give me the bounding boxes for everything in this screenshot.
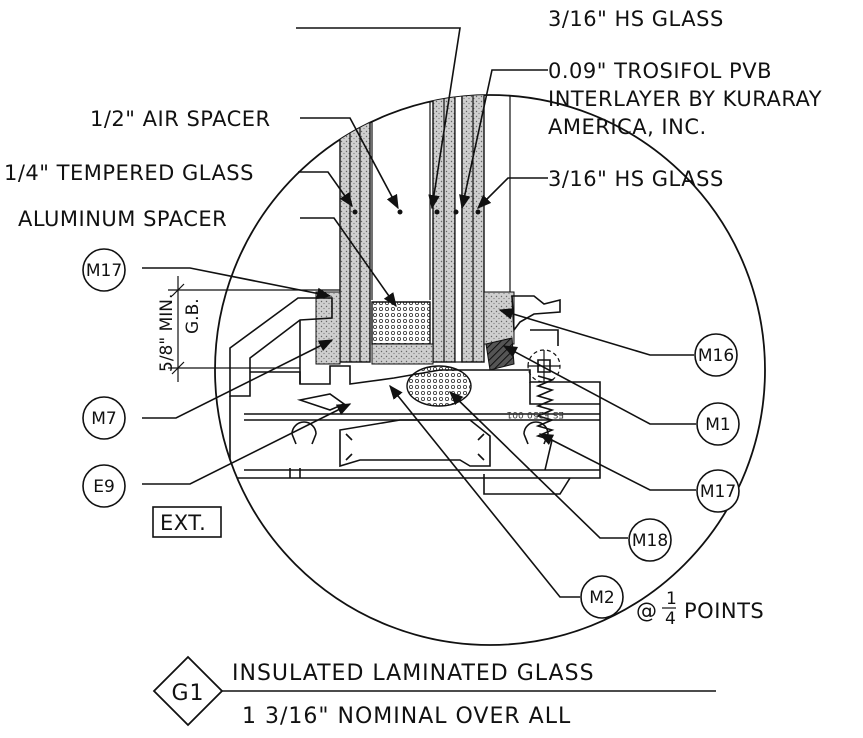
- section-view: ES-F250-001: [229, 95, 601, 495]
- title-symbol: G1: [171, 681, 204, 706]
- tag-m1: M1: [696, 402, 740, 446]
- label-tempered-glass: 1/4" TEMPERED GLASS: [4, 161, 254, 185]
- title-block: G1 INSULATED LAMINATED GLASS 1 3/16" NOM…: [152, 655, 716, 729]
- tag-m17-right: M17: [696, 469, 740, 513]
- tag-m17-left: M17: [82, 248, 126, 292]
- tag-m7: M7: [82, 396, 126, 440]
- secondary-seal: [371, 343, 434, 365]
- label-air-spacer: 1/2" AIR SPACER: [90, 107, 271, 131]
- dimension-min-label: 5/8" MIN.: [157, 294, 177, 372]
- label-aluminum-spacer: ALUMINUM SPACER: [18, 207, 227, 231]
- label-pvb-line3: AMERICA, INC.: [548, 115, 707, 139]
- label-hs-glass-inner: 3/16" HS GLASS: [548, 167, 724, 191]
- glazing-tape-right: [483, 291, 515, 345]
- tempered-glass-lite: [339, 95, 371, 363]
- svg-text:E9: E9: [93, 477, 115, 497]
- tag-e9: E9: [82, 464, 126, 508]
- tag-m16: M16: [694, 333, 738, 377]
- svg-text:M17: M17: [700, 482, 736, 502]
- dimension-gb: 5/8" MIN. G.B.: [157, 276, 340, 382]
- pvb-interlayer: [454, 95, 463, 363]
- ext-box: [152, 506, 222, 538]
- svg-text:M17: M17: [86, 261, 122, 281]
- svg-text:POINTS: POINTS: [684, 599, 764, 623]
- label-hs-glass-top: 3/16" HS GLASS: [548, 7, 724, 31]
- glazing-tape-left: [315, 291, 341, 365]
- leader-lines: [142, 27, 696, 598]
- dimension-gb-label: G.B.: [183, 298, 203, 334]
- svg-text:M7: M7: [91, 409, 116, 429]
- wedge-gasket: [485, 337, 515, 371]
- svg-text:@: @: [636, 599, 658, 623]
- svg-text:4: 4: [665, 609, 676, 629]
- title-symbol-diamond: [152, 655, 224, 727]
- frame-extrusion: [229, 365, 601, 479]
- tag-m18: M18: [628, 518, 672, 562]
- title-line1: INSULATED LAMINATED GLASS: [232, 661, 595, 686]
- svg-text:1: 1: [666, 589, 677, 609]
- svg-text:M16: M16: [698, 346, 734, 366]
- label-pvb-line1: 0.09" TROSIFOL PVB: [548, 59, 772, 83]
- svg-text:M18: M18: [632, 531, 668, 551]
- tag-m2: M2: [580, 575, 624, 619]
- quarter-points-note: @ 1 4 POINTS: [636, 589, 764, 629]
- svg-text:M1: M1: [705, 415, 730, 435]
- title-line2: 1 3/16" NOMINAL OVER ALL: [242, 704, 571, 729]
- ext-label: EXT.: [160, 511, 206, 535]
- label-pvb-line2: INTERLAYER BY KURARAY: [548, 87, 822, 111]
- interior-glazing-stop: [511, 295, 561, 333]
- svg-text:M2: M2: [589, 588, 614, 608]
- aluminum-spacer: [371, 301, 431, 345]
- setting-block: [406, 365, 472, 407]
- part-stamp: ES-F250-001: [507, 409, 564, 419]
